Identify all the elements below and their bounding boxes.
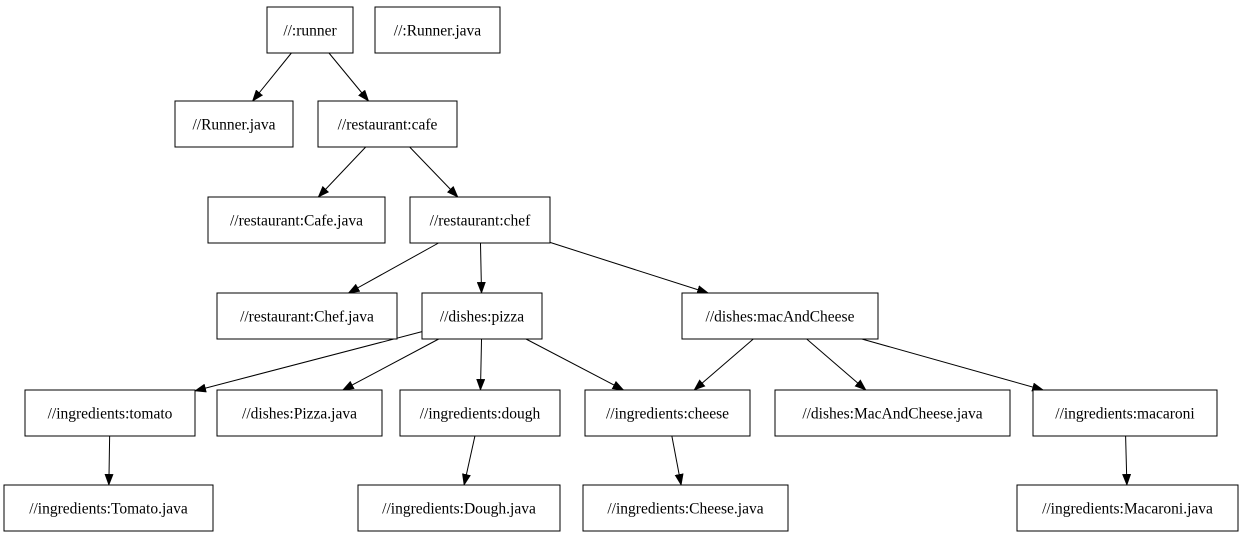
graph-node-box-macaroni bbox=[1032, 389, 1218, 437]
graph-node-box-mac bbox=[681, 292, 879, 340]
edges-layer bbox=[104, 52, 1132, 486]
graph-edge-chef-to-pizza bbox=[476, 242, 486, 294]
graph-node-box-cafe bbox=[317, 100, 458, 148]
graph-node-tomato_java: //ingredients:Tomato.java bbox=[3, 484, 214, 532]
graph-node-box-runner_java_top bbox=[374, 6, 501, 54]
nodes-layer: //:runner //:Runner.java //Runner.java //re… bbox=[3, 6, 1239, 532]
graph-edge-runner-to-runner_java bbox=[251, 52, 292, 102]
graph-edge-chef-to-chef_java bbox=[347, 242, 439, 294]
graph-node-label-runner: //:runner bbox=[283, 23, 337, 40]
graph-node-box-pizza bbox=[421, 292, 543, 340]
graph-node-box-mac_java bbox=[774, 389, 1011, 437]
graph-node-box-runner bbox=[266, 6, 354, 54]
graph-node-runner_java: //Runner.java bbox=[174, 100, 294, 148]
graph-node-chef: //restaurant:chef bbox=[409, 196, 551, 244]
graph-edge-cafe-to-chef bbox=[409, 146, 459, 198]
graph-node-runner_java_top: //:Runner.java bbox=[374, 6, 501, 54]
graph-node-box-pizza_java bbox=[216, 389, 383, 437]
graph-node-label-pizza_java: //dishes:Pizza.java bbox=[242, 406, 357, 423]
graph-edge-pizza-to-cheese bbox=[525, 338, 625, 391]
graph-node-runner: //:runner bbox=[266, 6, 354, 54]
graph-node-box-chef_java bbox=[216, 292, 398, 340]
graph-edge-pizza-to-pizza_java bbox=[341, 338, 439, 391]
graph-node-macaroni: //ingredients:macaroni bbox=[1032, 389, 1218, 437]
graph-node-box-cheese_java bbox=[582, 484, 789, 532]
graph-edge-cafe-to-cafe_java bbox=[317, 146, 367, 198]
graph-node-label-tomato: //ingredients:tomato bbox=[48, 406, 173, 423]
graph-edge-dough-to-dough_java bbox=[462, 435, 476, 486]
graph-node-label-runner_java: //Runner.java bbox=[192, 117, 275, 134]
graph-node-dough_java: //ingredients:Dough.java bbox=[357, 484, 561, 532]
graph-node-tomato: //ingredients:tomato bbox=[24, 389, 196, 437]
graph-node-box-chef bbox=[409, 196, 551, 244]
graph-node-label-dough_java: //ingredients:Dough.java bbox=[382, 501, 536, 518]
graph-node-label-macaroni: //ingredients:macaroni bbox=[1055, 406, 1195, 423]
graph-node-label-chef_java: //restaurant:Chef.java bbox=[240, 309, 374, 326]
graph-node-label-macaroni_java: //ingredients:Macaroni.java bbox=[1042, 501, 1213, 518]
graph-node-label-cafe_java: //restaurant:Cafe.java bbox=[230, 213, 363, 230]
graph-node-label-dough: //ingredients:dough bbox=[420, 406, 541, 423]
graph-node-mac_java: //dishes:MacAndCheese.java bbox=[774, 389, 1011, 437]
graph-node-cheese_java: //ingredients:Cheese.java bbox=[582, 484, 789, 532]
graph-node-box-dough bbox=[399, 389, 561, 437]
graph-node-label-runner_java_top: //:Runner.java bbox=[394, 23, 482, 40]
graph-node-label-cafe: //restaurant:cafe bbox=[338, 117, 438, 134]
graph-node-label-pizza: //dishes:pizza bbox=[440, 309, 524, 326]
graph-node-box-dough_java bbox=[357, 484, 561, 532]
graph-edge-pizza-to-dough bbox=[476, 338, 486, 391]
graph-node-box-macaroni_java bbox=[1016, 484, 1239, 532]
graph-node-box-tomato bbox=[24, 389, 196, 437]
graph-node-macaroni_java: //ingredients:Macaroni.java bbox=[1016, 484, 1239, 532]
graph-node-label-tomato_java: //ingredients:Tomato.java bbox=[29, 501, 188, 518]
graph-edge-mac-to-cheese bbox=[693, 338, 754, 391]
graph-node-dough: //ingredients:dough bbox=[399, 389, 561, 437]
graph-node-cafe_java: //restaurant:Cafe.java bbox=[207, 196, 386, 244]
graph-edge-tomato-to-tomato_java bbox=[104, 435, 114, 486]
graph-node-box-cheese bbox=[584, 389, 751, 437]
graph-edge-chef-to-mac bbox=[549, 241, 710, 294]
graph-node-pizza_java: //dishes:Pizza.java bbox=[216, 389, 383, 437]
graph-edge-mac-to-mac_java bbox=[806, 338, 867, 391]
graph-node-label-chef: //restaurant:chef bbox=[430, 213, 532, 230]
graph-node-box-tomato_java bbox=[3, 484, 214, 532]
graph-node-cafe: //restaurant:cafe bbox=[317, 100, 458, 148]
graph-edge-runner-to-cafe bbox=[328, 52, 370, 102]
graph-node-mac: //dishes:macAndCheese bbox=[681, 292, 879, 340]
graph-node-label-mac_java: //dishes:MacAndCheese.java bbox=[802, 406, 982, 423]
graph-edge-pizza-to-tomato bbox=[194, 331, 423, 393]
graph-edge-mac-to-macaroni bbox=[861, 338, 1045, 392]
graph-edge-cheese-to-cheese_java bbox=[671, 435, 684, 486]
graph-node-box-runner_java bbox=[174, 100, 294, 148]
graph-node-box-cafe_java bbox=[207, 196, 386, 244]
graph-node-cheese: //ingredients:cheese bbox=[584, 389, 751, 437]
graph-node-label-cheese_java: //ingredients:Cheese.java bbox=[607, 501, 763, 518]
graph-node-label-mac: //dishes:macAndCheese bbox=[706, 309, 855, 326]
graph-edge-macaroni-to-macaroni_java bbox=[1122, 435, 1132, 486]
graph-node-label-cheese: //ingredients:cheese bbox=[606, 406, 729, 423]
graph-node-pizza: //dishes:pizza bbox=[421, 292, 543, 340]
graph-node-chef_java: //restaurant:Chef.java bbox=[216, 292, 398, 340]
